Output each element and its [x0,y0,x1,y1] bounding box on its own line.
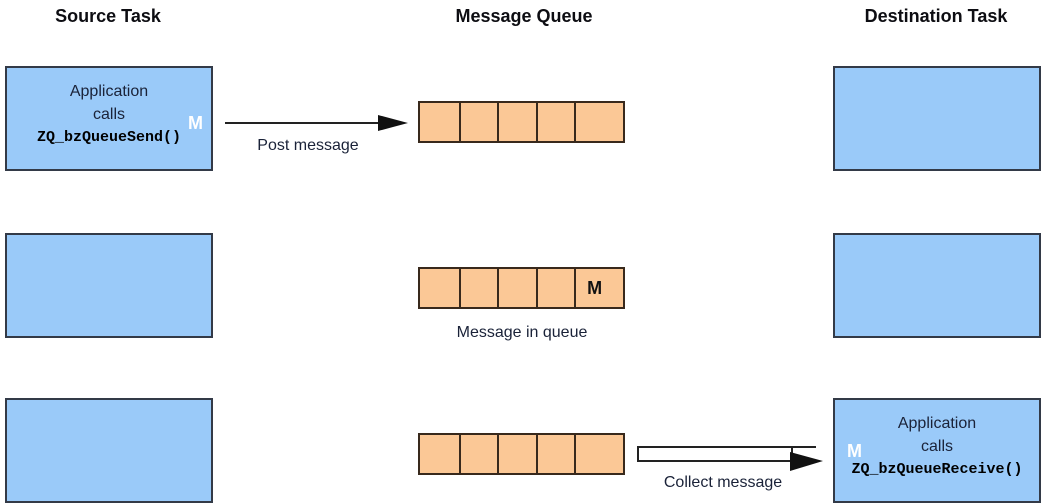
queue-cell [458,435,498,473]
collect-message-label: Collect message [663,474,783,491]
queue-cell [420,435,459,473]
application-calls-text: Application calls [835,400,1039,458]
queue-cell [497,435,536,473]
post-message-arrow [225,115,408,131]
message-queue-row3 [418,433,625,475]
message-marker: M [847,441,862,461]
queue-receive-code: ZQ_bzQueueReceive() [851,461,1023,478]
message-in-queue-label: Message in queue [456,324,588,341]
queue-cell [574,435,613,473]
app-line-2: calls [920,438,953,455]
queue-cell [420,103,459,141]
destination-task-box-row2 [833,233,1041,338]
queue-cell [574,103,613,141]
app-line-2: calls [92,106,125,123]
source-task-box-row1: Application calls ZQ_bzQueueSend() M [5,66,213,171]
queue-cell [535,269,575,307]
source-task-box-row3 [5,398,213,503]
queue-cell [458,103,498,141]
app-line-1: Application [69,83,149,100]
destination-task-box-row1 [833,66,1041,171]
message-queue-row2: M [418,267,625,309]
application-calls-text: Application calls [7,68,211,126]
queue-send-code: ZQ_bzQueueSend() [36,129,182,146]
queue-cell [497,269,536,307]
column-title-message-queue: Message Queue [455,6,593,26]
destination-task-box-row3: Application calls ZQ_bzQueueReceive() M [833,398,1041,503]
message-queue-row1 [418,101,625,143]
column-title-destination: Destination Task [864,6,1008,26]
message-marker: M [188,113,203,133]
queue-cell [535,103,575,141]
queue-cell [420,269,459,307]
queue-cell-with-message: M [574,269,613,307]
queue-cell [535,435,575,473]
collect-message-arrow [637,446,823,471]
post-message-label: Post message [257,137,359,154]
queue-cell [458,269,498,307]
source-task-box-row2 [5,233,213,338]
app-line-1: Application [897,415,977,432]
queue-cell [497,103,536,141]
column-title-source: Source Task [55,6,161,26]
